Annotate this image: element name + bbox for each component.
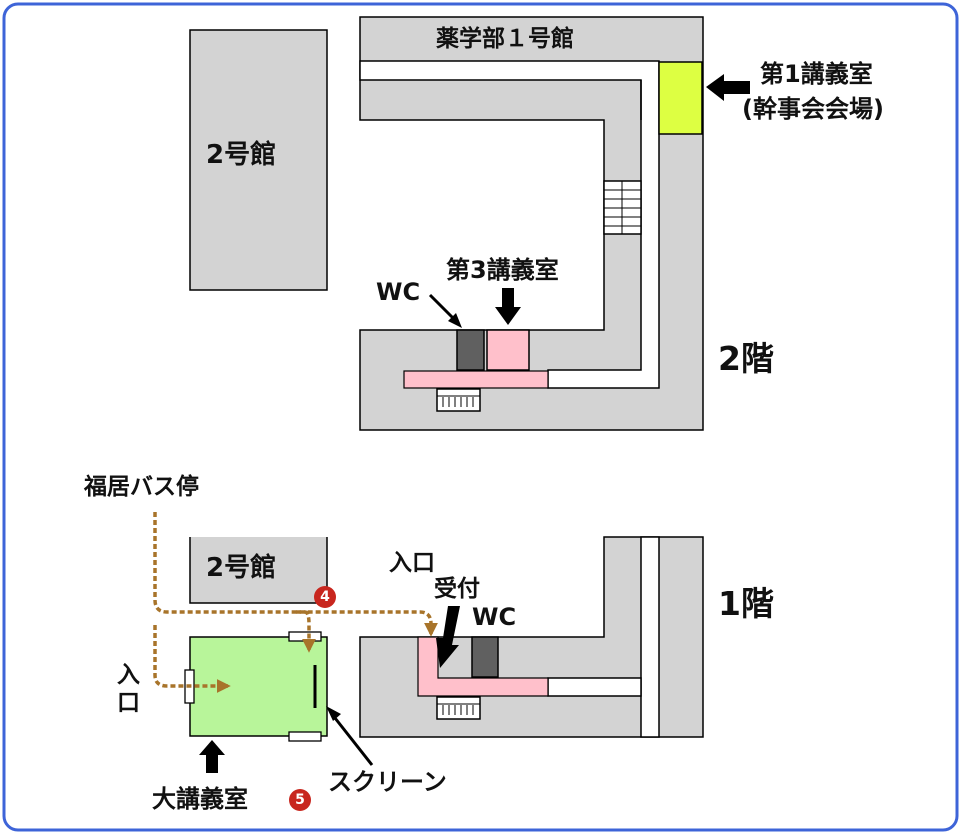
arrow-to-reception	[436, 606, 460, 668]
room-1-label: 第1講義室	[760, 60, 873, 88]
arrow-to-wc-floor2	[428, 293, 462, 328]
reception-label: 受付	[434, 576, 480, 602]
wc-label-floor2: WC	[376, 278, 421, 306]
bus-stop-label: 福居バス停	[84, 474, 199, 500]
hall-highlight-floor2	[403, 370, 549, 389]
room-3-label: 第3講義室	[446, 256, 559, 284]
wc-floor2	[456, 329, 485, 371]
marker-4: 4	[314, 586, 336, 608]
lecture-room-1[interactable]	[658, 61, 703, 135]
side-entrance-label-top: 入	[117, 662, 140, 688]
door-top	[288, 631, 322, 642]
entrance-hall-floor1	[417, 636, 549, 697]
stairs-floor2-vertical	[603, 180, 642, 235]
door-bottom	[288, 731, 322, 742]
stairs-floor2-horizontal	[436, 388, 481, 412]
wc-floor1	[471, 636, 499, 678]
floor-2-label: 2階	[718, 339, 774, 378]
arrow-to-room-1	[706, 74, 750, 101]
corridor-floor1-horizontal	[547, 677, 642, 697]
building-2-floor1	[189, 537, 328, 604]
room-1-sublabel: (幹事会会場)	[742, 95, 884, 123]
corridor-floor2	[359, 60, 660, 389]
side-entrance-label-bottom: 口	[117, 690, 140, 716]
marker-5: 5	[289, 789, 311, 811]
lecture-room-3[interactable]	[486, 329, 530, 371]
walking-route	[153, 512, 438, 693]
corridor-floor1-vertical	[640, 536, 660, 738]
building-2-label-floor1: 2号館	[206, 553, 277, 583]
arrow-to-room-3	[495, 288, 521, 325]
building-2-floor2	[189, 29, 328, 291]
screen-label: スクリーン	[328, 768, 447, 796]
arrow-to-big-lecture-room	[199, 740, 225, 765]
entrance-label: 入口	[389, 550, 435, 576]
building-1-floor2	[359, 16, 704, 431]
stairs-floor1	[436, 696, 481, 720]
building-2-label-floor2: 2号館	[206, 140, 277, 170]
big-lecture-room-label: 大講義室	[152, 785, 248, 813]
floor-1-label: 1階	[718, 584, 774, 623]
building-1-label-floor2: 薬学部１号館	[436, 26, 574, 52]
wc-label-floor1: WC	[472, 603, 517, 631]
arrow-to-screen	[326, 706, 374, 766]
